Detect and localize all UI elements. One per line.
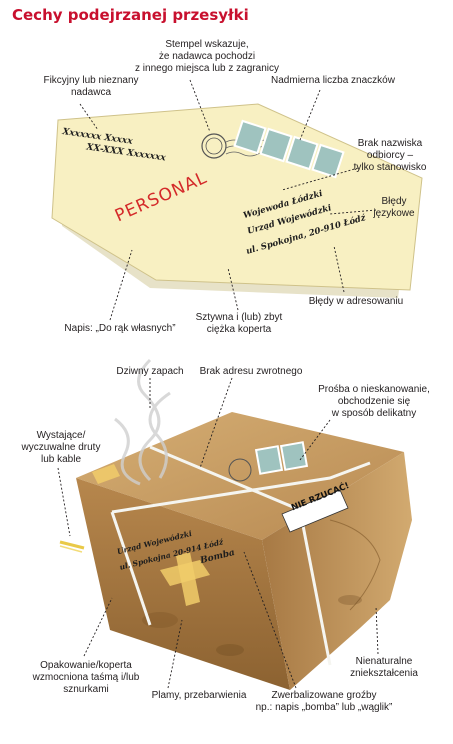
package bbox=[59, 358, 412, 690]
label-strange-smell: Dziwny zapach bbox=[116, 366, 184, 377]
label-address-errors: Błędy w adresowaniu bbox=[308, 296, 404, 307]
wire-icon bbox=[59, 540, 85, 553]
leader-lines bbox=[57, 79, 379, 689]
label-no-return-address: Brak adresu zwrotnego bbox=[199, 366, 303, 377]
label-wires: Wystające/ wyczuwalne druty lub kable bbox=[21, 430, 101, 465]
tape-icon bbox=[92, 464, 210, 606]
envelope bbox=[51, 103, 423, 298]
page-title: Cechy podejrzanej przesyłki bbox=[12, 6, 249, 24]
label-unnatural-distortion: Nienaturalne zniekształcenia bbox=[350, 656, 418, 679]
label-rigid-envelope: Sztywna i (lub) zbyt ciężka koperta bbox=[195, 312, 283, 335]
label-fictitious-sender: Fikcyjny lub nieznany nadawca bbox=[43, 75, 139, 98]
label-no-recipient-name: Brak nazwiska odbiorcy – tylko stanowisk… bbox=[353, 138, 427, 173]
label-personal-note: Napis: „Do rąk własnych” bbox=[64, 323, 176, 334]
label-verbal-threats: Zwerbalizowane groźby np.: napis „bomba”… bbox=[255, 690, 393, 713]
label-stamp-origin: Stempel wskazuje, że nadawca pochodzi z … bbox=[135, 39, 279, 74]
label-excess-stamps: Nadmierna liczba znaczków bbox=[271, 75, 395, 86]
smoke-icon bbox=[114, 358, 171, 486]
label-language-errors: Błędy językowe bbox=[373, 196, 415, 219]
label-scan-request: Prośba o nieskanowanie, obchodzenie się … bbox=[318, 384, 430, 419]
label-stains: Plamy, przebarwienia bbox=[151, 690, 247, 701]
stamp-icon bbox=[233, 119, 345, 179]
label-reinforced-tape: Opakowanie/koperta wzmocniona taśmą i/lu… bbox=[32, 660, 140, 695]
